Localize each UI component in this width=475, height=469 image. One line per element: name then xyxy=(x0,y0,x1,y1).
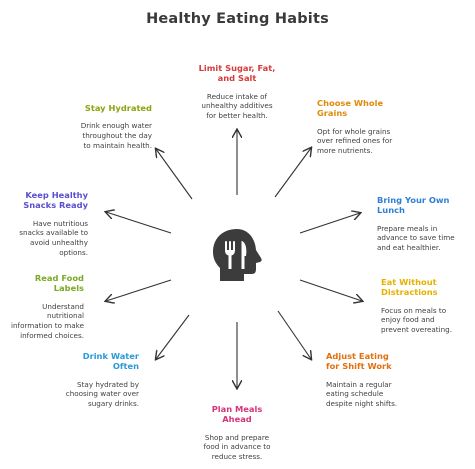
habit-title: Eat Without Distractions xyxy=(381,277,438,298)
habit-description: Understand nutritional information to ma… xyxy=(10,301,84,340)
habit-read-labels: Read Food Labels Understand nutritional … xyxy=(4,273,84,340)
habit-title: Bring Your Own Lunch xyxy=(377,195,450,216)
arrow-eat-without-distractions xyxy=(299,279,362,301)
habit-plan-meals: Plan Meals Ahead Shop and prepare food i… xyxy=(172,404,302,462)
habit-stay-hydrated: Stay Hydrated Drink enough water through… xyxy=(30,103,152,150)
habit-description: Maintain a regular eating schedule despi… xyxy=(326,379,398,408)
arrow-read-labels xyxy=(106,279,172,301)
habit-description: Have nutritious snacks available to avoi… xyxy=(19,218,88,257)
arrow-stay-hydrated xyxy=(156,149,193,200)
habit-title: Stay Hydrated xyxy=(84,103,152,113)
arrow-healthy-snacks xyxy=(106,212,172,234)
habit-title: Drink Water Often xyxy=(82,351,139,372)
habit-shift-work: Adjust Eating for Shift Work Maintain a … xyxy=(326,351,446,409)
habit-description: Shop and prepare food in advance to redu… xyxy=(203,432,271,461)
habit-own-lunch: Bring Your Own Lunch Prepare meals in ad… xyxy=(377,195,475,253)
habit-title: Read Food Labels xyxy=(34,273,84,294)
arrow-shift-work xyxy=(277,310,311,359)
head-with-fork-and-knife-icon xyxy=(213,229,262,281)
habit-title: Keep Healthy Snacks Ready xyxy=(23,190,88,211)
habit-description: Stay hydrated by choosing water over sug… xyxy=(65,379,139,408)
habit-description: Prepare meals in advance to save time an… xyxy=(377,223,455,252)
habit-drink-water: Drink Water Often Stay hydrated by choos… xyxy=(20,351,139,409)
habit-description: Drink enough water throughout the day to… xyxy=(80,121,152,150)
arrow-drink-water xyxy=(156,314,190,359)
diagram-title: Healthy Eating Habits xyxy=(146,11,329,27)
habit-title: Limit Sugar, Fat, and Salt xyxy=(198,63,276,84)
habit-healthy-snacks: Keep Healthy Snacks Ready Have nutritiou… xyxy=(4,190,88,257)
habit-description: Reduce intake of unhealthy additives for… xyxy=(201,91,273,120)
arrow-own-lunch xyxy=(299,213,360,234)
habit-limit-sugar: Limit Sugar, Fat, and Salt Reduce intake… xyxy=(172,63,302,121)
habit-title: Plan Meals Ahead xyxy=(211,404,263,425)
habit-description: Opt for whole grains over refined ones f… xyxy=(317,126,393,155)
arrow-whole-grains xyxy=(274,148,311,198)
habit-eat-without-distractions: Eat Without Distractions Focus on meals … xyxy=(381,277,475,335)
habit-title: Choose Whole Grains xyxy=(317,98,384,119)
habit-whole-grains: Choose Whole Grains Opt for whole grains… xyxy=(317,98,447,156)
habit-title: Adjust Eating for Shift Work xyxy=(326,351,392,372)
habit-description: Focus on meals to enjoy food and prevent… xyxy=(381,305,453,334)
